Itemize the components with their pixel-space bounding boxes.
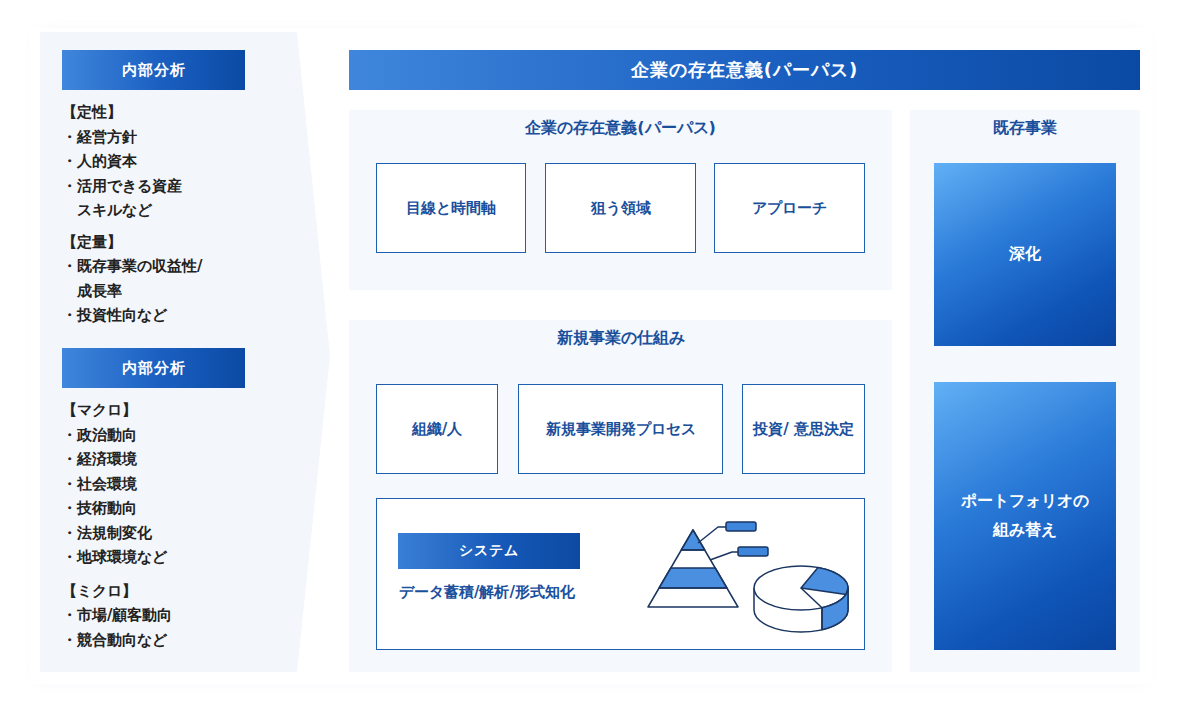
chevron-panel — [40, 32, 330, 672]
section-panel: 新規事業の仕組み組織/人 新規事業開発プロセス 投資/ 意思決定データ蓄積/解析/形… — [349, 320, 892, 672]
box-ground — [714, 163, 865, 253]
list-heading: 【定性】 — [62, 100, 247, 125]
list-item: ・政治動向 — [62, 423, 247, 448]
pie-chart-icon — [754, 566, 848, 632]
box-ground — [518, 384, 723, 474]
strategy-box: 深化 — [934, 163, 1116, 346]
box-ground — [742, 384, 865, 474]
box-ground — [545, 163, 696, 253]
box-ground — [376, 384, 498, 474]
element-box: アプローチ — [714, 163, 865, 253]
list-item: ・競合動向など — [62, 628, 247, 653]
box-label: 深化 — [1009, 240, 1041, 269]
list-heading: 【マクロ】 — [62, 398, 247, 423]
list-item: ・社会環境 — [62, 472, 247, 497]
list-item: ・法規制変化 — [62, 521, 247, 546]
list-item: ・技術動向 — [62, 496, 247, 521]
list-group: 【定性】・経営方針・人的資本・活用できる資産 スキルなど【定量】・既存事業の収益… — [62, 100, 247, 328]
list-item: ・既存事業の収益性/ 成長率 — [62, 254, 247, 303]
card — [30, 28, 1152, 684]
list-item: ・市場/顧客動向 — [62, 603, 247, 628]
box-label: 内部分析 — [122, 61, 186, 80]
list-heading: 【定量】 — [62, 230, 247, 255]
panel-heading: 新規事業の仕組み — [349, 328, 892, 349]
title-band: 企業の存在意義(パーパス) — [349, 50, 1140, 90]
box-label: 狙う領域 — [591, 196, 651, 220]
box-label: 投資/ 意思決定 — [753, 417, 854, 441]
box-ground — [376, 163, 526, 253]
panel-ground — [910, 110, 1140, 672]
pyramid-icon — [648, 522, 768, 607]
list-heading: 【ミクロ】 — [62, 579, 247, 604]
box-label: 企業の存在意義(パーパス) — [631, 58, 858, 82]
element-box: 組織/人 — [376, 384, 498, 474]
box-label: 目線と時間軸 — [406, 196, 496, 220]
list-group: 【マクロ】・政治動向・経済環境・社会環境・技術動向・法規制変化・地球環境など【ミ… — [62, 398, 247, 652]
system-band: システム — [398, 533, 580, 569]
box-label: 組織/人 — [412, 417, 462, 441]
element-box: 目線と時間軸 — [376, 163, 526, 253]
section-panel: 既存事業深化ポートフォリオの 組み替え — [910, 110, 1140, 672]
box-label: システム — [459, 542, 519, 560]
box-ground — [376, 498, 865, 650]
list-item: ・経済環境 — [62, 447, 247, 472]
box-label: ポートフォリオの 組み替え — [942, 487, 1108, 545]
strategy-box: ポートフォリオの 組み替え — [934, 382, 1116, 650]
box-label: アプローチ — [752, 196, 827, 220]
element-box: 投資/ 意思決定 — [742, 384, 865, 474]
system-box: データ蓄積/解析/形式知化システム — [376, 498, 865, 650]
list-item: ・活用できる資産 スキルなど — [62, 174, 247, 223]
list-item: ・経営方針 — [62, 125, 247, 150]
list-item: ・地球環境など — [62, 545, 247, 570]
element-box: 新規事業開発プロセス — [518, 384, 723, 474]
element-box: 狙う領域 — [545, 163, 696, 253]
panel-heading: 既存事業 — [910, 118, 1140, 139]
list-item: ・投資性向など — [62, 303, 247, 328]
header-band: 内部分析 — [62, 348, 245, 388]
header-band: 内部分析 — [62, 50, 245, 90]
box-label: 内部分析 — [122, 359, 186, 378]
panel-ground — [349, 320, 892, 672]
box-label: 新規事業開発プロセス — [546, 417, 696, 441]
box-label: データ蓄積/解析/形式知化 — [399, 583, 575, 602]
panel-ground — [349, 110, 892, 290]
list-item: ・人的資本 — [62, 149, 247, 174]
section-panel: 企業の存在意義(パーパス) 目線と時間軸 狙う領域 アプローチ — [349, 110, 892, 290]
panel-heading: 企業の存在意義(パーパス) — [349, 118, 892, 139]
